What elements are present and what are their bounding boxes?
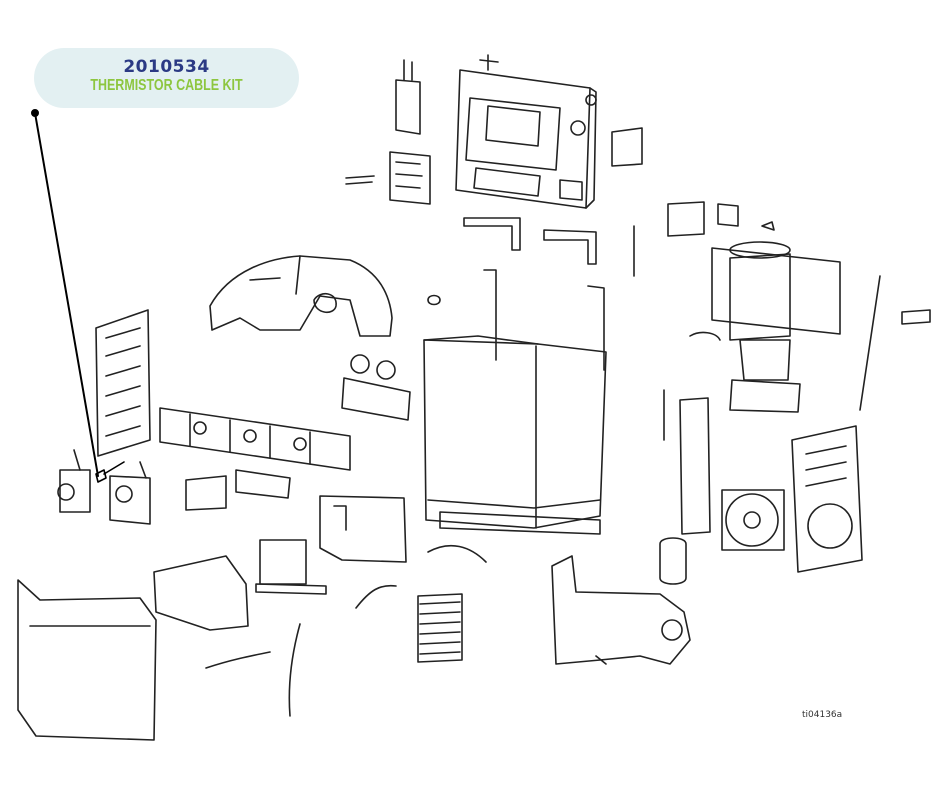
callout-bubble: 2010534 THERMISTOR CABLE KIT xyxy=(34,48,299,108)
part-number-label: 2010534 xyxy=(123,57,210,77)
heat-exchanger xyxy=(417,593,463,663)
motor-assembly xyxy=(689,241,841,413)
gauge-manifold xyxy=(341,354,411,421)
pump-manifold xyxy=(159,407,351,471)
hoses xyxy=(205,544,487,717)
left-side-panel xyxy=(95,309,151,457)
main-frame xyxy=(423,269,607,535)
oil-filter xyxy=(659,537,687,585)
right-top-parts xyxy=(427,201,931,411)
valve-assemblies xyxy=(57,449,151,525)
control-box xyxy=(455,54,597,209)
small-parts-top-left xyxy=(345,59,431,205)
thermistor-cable xyxy=(95,461,125,483)
callout-leader-line xyxy=(30,109,99,477)
heater-element xyxy=(663,389,711,535)
transformer-and-covers xyxy=(153,539,327,631)
cooling-fan xyxy=(721,489,785,551)
fluid-block-parts xyxy=(185,469,407,563)
front-cover xyxy=(17,579,157,741)
reservoir xyxy=(551,555,691,665)
tag-and-brackets xyxy=(463,127,643,265)
right-side-panel xyxy=(791,425,863,573)
figure-id: ti04136a xyxy=(802,710,843,720)
part-name-label: THERMISTOR CABLE KIT xyxy=(90,77,243,94)
shroud xyxy=(209,255,393,337)
